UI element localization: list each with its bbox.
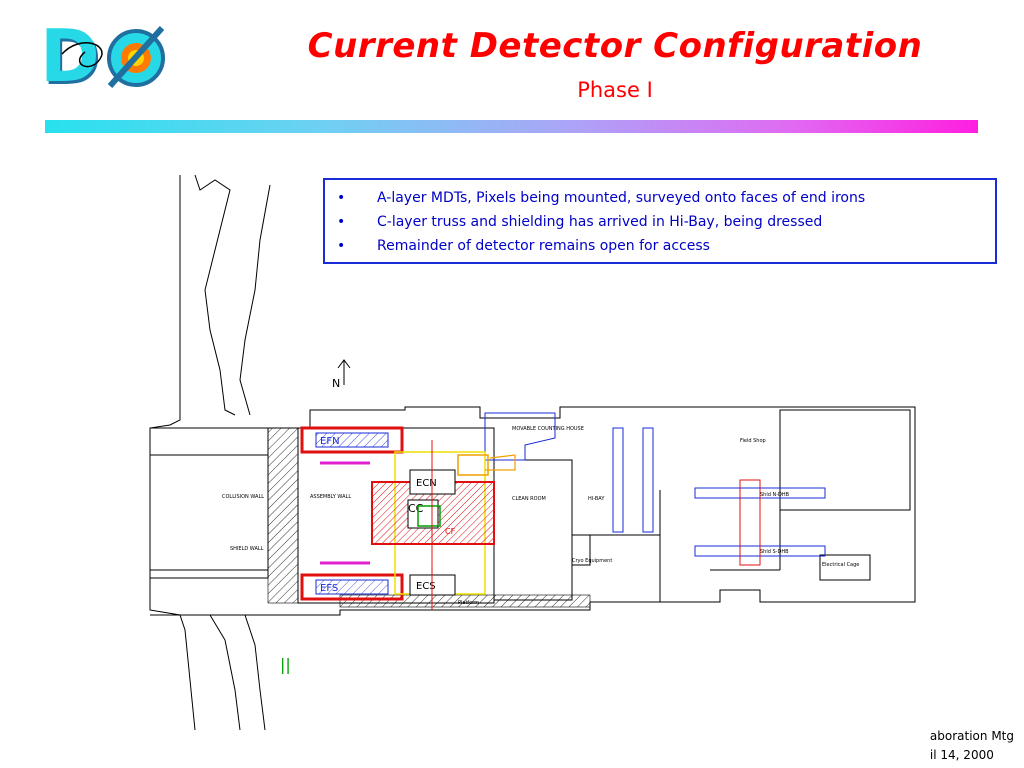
efn-iron xyxy=(300,426,404,454)
collision-hall xyxy=(149,427,269,579)
tunnel-wall-inner xyxy=(194,174,236,416)
counting-house-label: MOVABLE COUNTING HOUSE xyxy=(512,426,584,432)
bullet-text: Remainder of detector remains open for a… xyxy=(377,238,710,254)
footer: aboration Mtg il 14, 2000 xyxy=(930,727,1014,765)
platform-label: Platform xyxy=(458,600,479,606)
logo-track xyxy=(61,42,103,68)
logo-slash xyxy=(107,25,165,89)
bullet-list: • A-layer MDTs, Pixels being mounted, sur… xyxy=(325,180,995,258)
tunnel-wall-lower xyxy=(209,614,241,731)
orange-connector xyxy=(485,454,516,471)
ecs-label: ECS xyxy=(416,581,436,592)
building-outline xyxy=(150,406,916,616)
logo-d: D xyxy=(40,14,100,98)
cryo-label: Cryo Equipment xyxy=(572,558,612,564)
efs-label: EFS xyxy=(320,583,338,594)
hi-bay-label: HI-BAY xyxy=(588,496,605,502)
cf-green xyxy=(417,505,441,527)
efs-iron xyxy=(300,573,404,601)
electrical-cage-label: Electrical Cage xyxy=(822,562,859,568)
shield-wall xyxy=(267,427,299,604)
page-title: Current Detector Configuration xyxy=(307,26,923,66)
ecn-label: ECN xyxy=(416,478,437,489)
truss-red xyxy=(739,479,761,566)
field-shop-room xyxy=(779,409,911,511)
field-shop-label: Field Shop xyxy=(740,438,766,444)
efn-label: EFN xyxy=(320,436,340,447)
bullet-item: • Remainder of detector remains open for … xyxy=(337,234,995,258)
counting-house xyxy=(484,412,556,461)
efs-inner xyxy=(315,579,389,595)
compass-head xyxy=(337,359,351,369)
footer-line-1: aboration Mtg xyxy=(929,729,1014,743)
bullet-text: C-layer truss and shielding has arrived … xyxy=(377,214,823,230)
bullet-glyph: • xyxy=(337,238,346,254)
tunnel-wall-right xyxy=(239,184,271,416)
bullet-glyph: • xyxy=(337,214,346,230)
tunnel-wall-outer xyxy=(149,175,196,731)
page-subtitle: Phase I xyxy=(577,78,653,102)
green-marks: || xyxy=(280,655,291,674)
cc-box xyxy=(407,499,439,529)
bullet-text: A-layer MDTs, Pixels being mounted, surv… xyxy=(377,190,866,206)
electrical-cage xyxy=(819,554,871,581)
cc-label: CC xyxy=(408,502,424,515)
cf-label: CF xyxy=(445,527,456,536)
floor-plan-svg: N EFN EFS ECN ECS CC CF COLLISION WALL xyxy=(149,174,916,731)
clean-room xyxy=(493,459,573,601)
clean-room-label: CLEAN ROOM xyxy=(512,496,546,502)
shield-n-label: Shld N-DHB xyxy=(760,492,790,498)
logo-d-shadow: D xyxy=(42,17,102,101)
bullet-item: • C-layer truss and shielding has arrived… xyxy=(337,210,995,234)
bullet-item: • A-layer MDTs, Pixels being mounted, sur… xyxy=(337,186,995,210)
tunnel-wall-lower-2 xyxy=(244,614,266,731)
efn-inner xyxy=(315,432,389,448)
shield-wall-label: SHIELD WALL xyxy=(230,546,264,552)
footer-line-2: il 14, 2000 xyxy=(929,748,994,762)
collision-wall-label: COLLISION WALL xyxy=(222,494,264,500)
shield-s-label: Shld S-DHB xyxy=(760,549,789,555)
gradient-rule xyxy=(45,120,978,133)
compass-label: N xyxy=(332,377,340,390)
shield-s-bar xyxy=(642,427,654,533)
orange-frame xyxy=(457,454,489,476)
status-bullet-box: • A-layer MDTs, Pixels being mounted, sur… xyxy=(323,178,997,264)
bullet-glyph: • xyxy=(337,190,346,206)
d0-logo: D D xyxy=(40,14,180,104)
emd-h-bar xyxy=(612,427,624,533)
assembly-wall-label: ASSEMBLY WALL xyxy=(310,494,351,500)
detector-floor-plan: N EFN EFS ECN ECS CC CF COLLISION WALL xyxy=(140,170,920,731)
